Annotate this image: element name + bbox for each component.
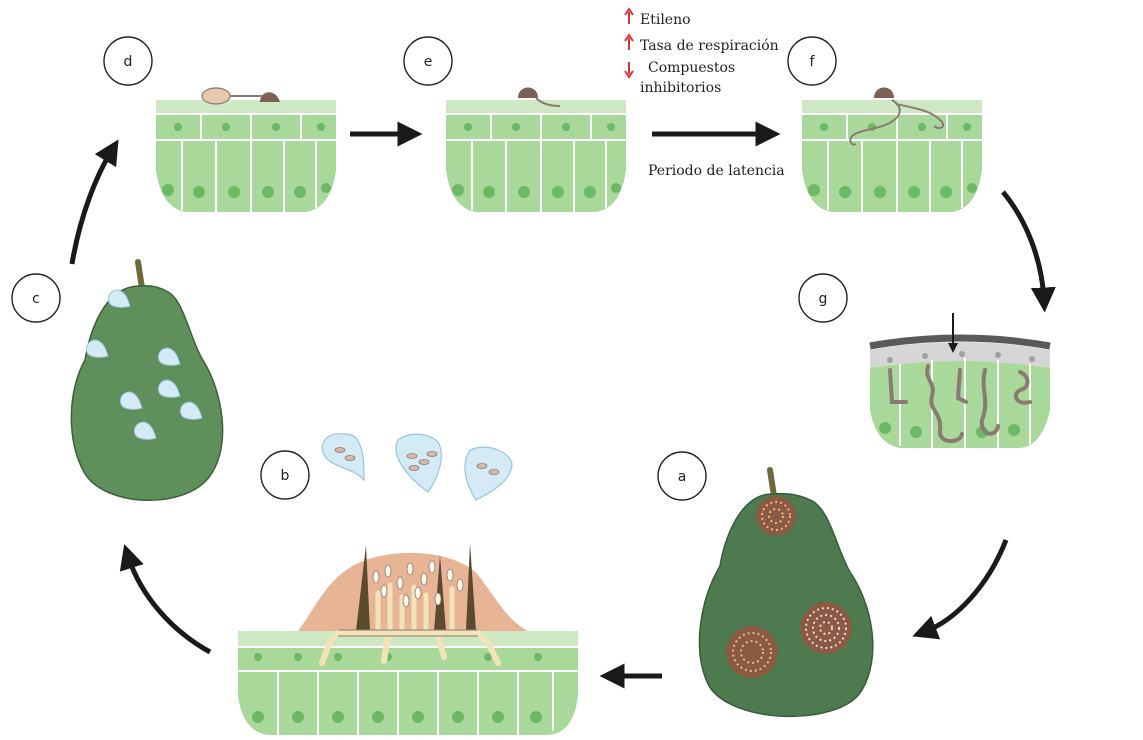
inhibitory-label-1: Compuestos (648, 60, 735, 76)
stage-label-d: d (104, 37, 152, 85)
stage-label-f: f (788, 37, 836, 85)
lesion (756, 496, 796, 536)
increase-arrow-icon (625, 35, 633, 50)
arrow-g-to-a (924, 540, 1006, 632)
stage-b-acervulus (238, 543, 578, 735)
stage-label-b: b (261, 451, 309, 499)
svg-text:g: g (819, 291, 828, 307)
stage-label-e: e (404, 37, 452, 85)
stage-f-tissue (802, 88, 982, 213)
respiration-label: Tasa de respiración (640, 38, 779, 54)
lesion (800, 602, 852, 654)
stage-c-fruit (71, 262, 222, 500)
stage-b-conidia (322, 434, 512, 500)
arrow-f-to-g (1003, 192, 1044, 300)
svg-text:e: e (424, 54, 433, 70)
increase-arrow-icon (625, 9, 633, 24)
inhibitory-label-2: inhibitorios (640, 80, 721, 96)
svg-text:d: d (124, 54, 133, 70)
arrow-b-to-c (128, 556, 210, 652)
arrow-c-to-d (72, 150, 112, 264)
lesion (726, 626, 778, 678)
latency-label: Periodo de latencia (648, 163, 785, 179)
stage-label-g: g (799, 274, 847, 322)
svg-text:a: a (678, 469, 687, 485)
svg-text:c: c (32, 291, 40, 307)
ethylene-label: Etileno (640, 12, 691, 28)
stage-label-a: a (658, 452, 706, 500)
stage-g-tissue (870, 338, 1050, 448)
decrease-arrow-icon (625, 62, 633, 77)
svg-text:b: b (281, 468, 290, 484)
stage-label-c: c (12, 274, 60, 322)
stage-d-tissue (156, 88, 336, 212)
stage-a-fruit (699, 470, 872, 716)
physiology-annotation: Etileno Tasa de respiración Compuestos i… (625, 9, 779, 96)
stage-e-tissue (446, 88, 626, 213)
